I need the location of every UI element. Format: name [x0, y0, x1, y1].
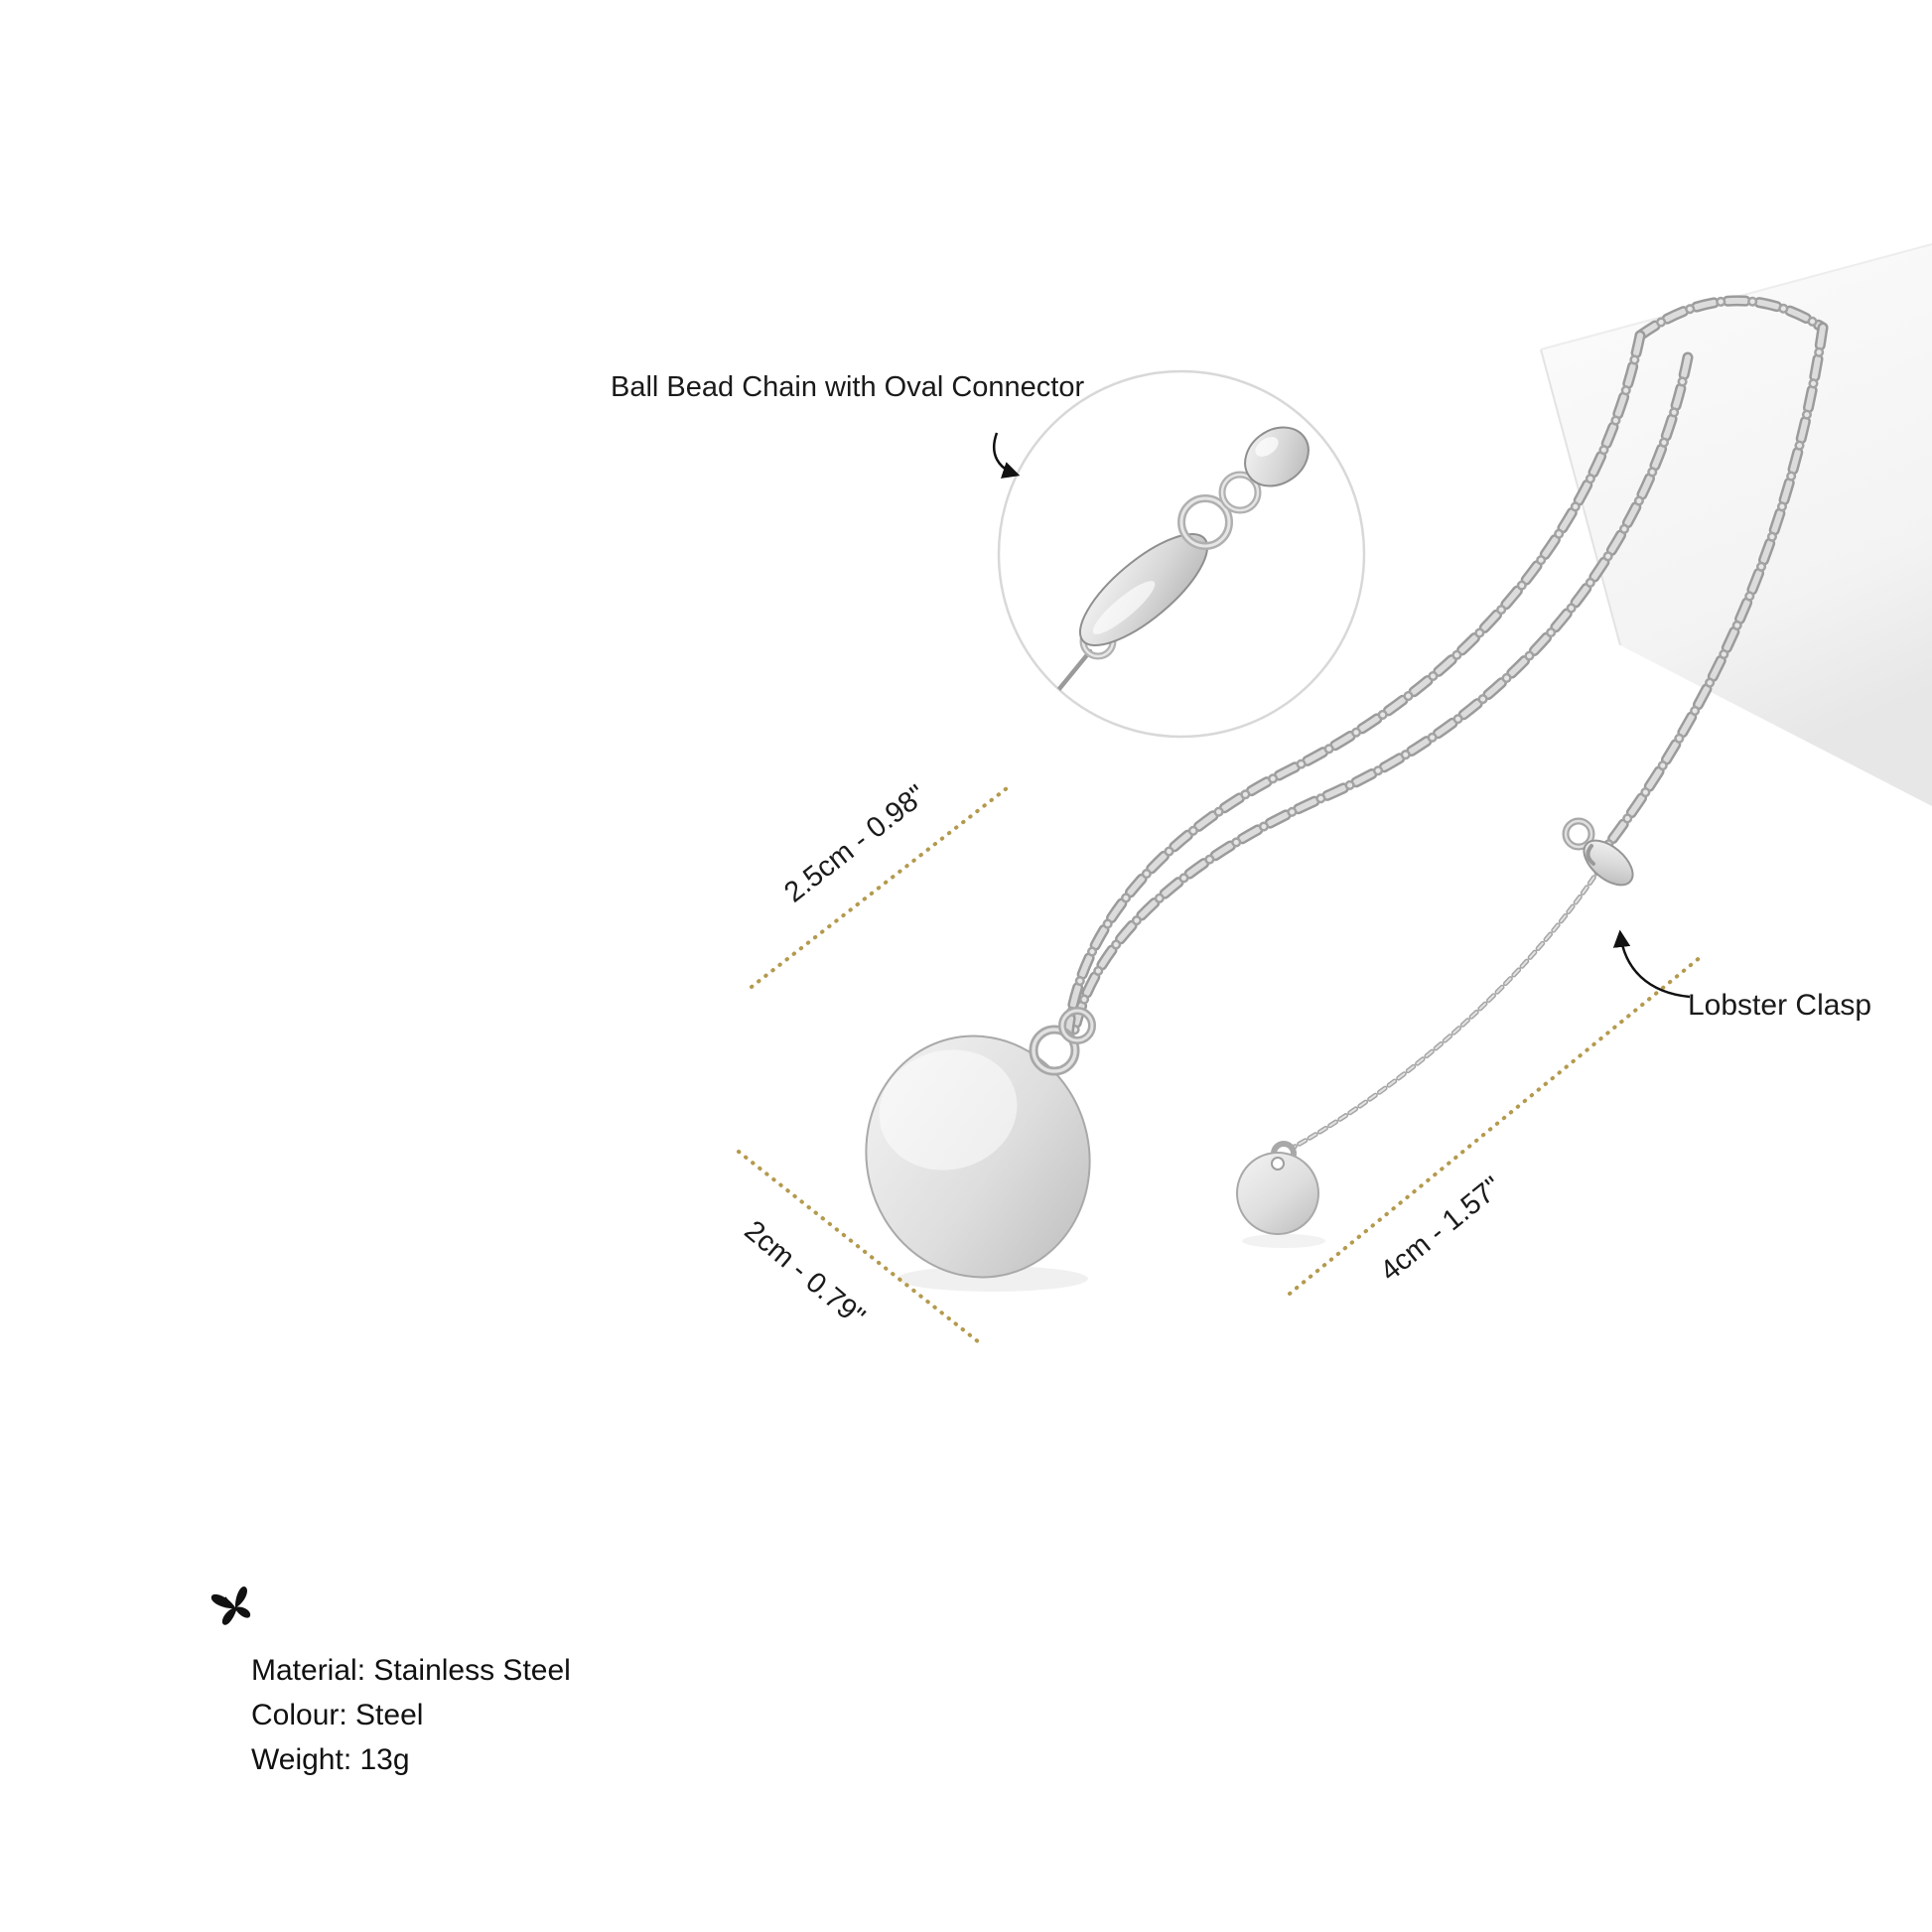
measure-line-extension: [1288, 954, 1704, 1296]
measure-line-pendant-width: [750, 786, 1009, 989]
measure-line-pendant-height: [737, 1150, 981, 1344]
small-disc-tag: [1236, 1141, 1325, 1248]
display-block: [1540, 243, 1932, 806]
extension-chain: [1293, 868, 1600, 1148]
butterfly-logo-icon: [202, 1572, 267, 1637]
inset-arrow: [992, 432, 1021, 479]
measurement-lines: [737, 786, 1704, 1344]
pendant-disc: [865, 1035, 1091, 1292]
lobster-clasp: [1562, 817, 1634, 887]
product-specs: Material: Stainless Steel Colour: Steel …: [251, 1648, 571, 1782]
inset-label: Ball Bead Chain with Oval Connector: [611, 371, 1085, 403]
inset-detail-circle: [997, 369, 1366, 739]
inset-chain-detail: [1046, 426, 1310, 722]
spec-material: Material: Stainless Steel: [251, 1654, 571, 1687]
clasp-label: Lobster Clasp: [1688, 989, 1872, 1022]
spec-weight: Weight: 13g: [251, 1743, 410, 1776]
annotation-arrows: [992, 432, 1691, 999]
spec-colour: Colour: Steel: [251, 1699, 424, 1731]
clasp-arrow: [1612, 929, 1691, 999]
pendant-bail-rings: [1029, 1007, 1096, 1076]
